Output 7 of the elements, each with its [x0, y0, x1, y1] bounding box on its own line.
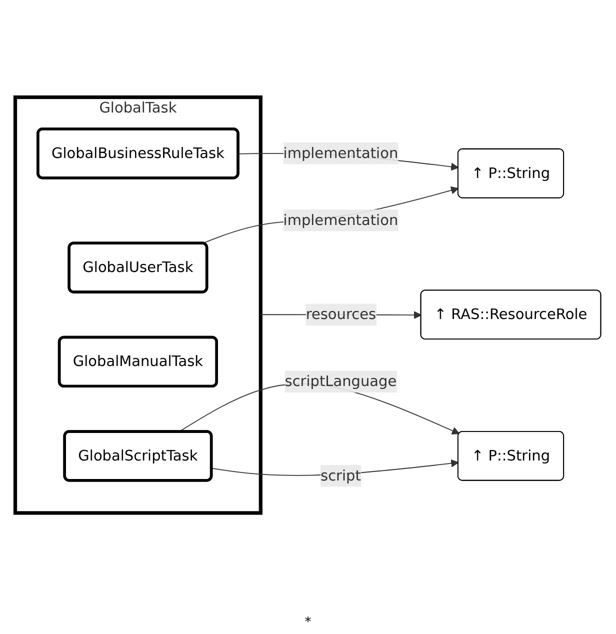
edge-label: implementation	[283, 144, 398, 162]
arrow	[202, 186, 459, 244]
multiplicity-label: *	[304, 615, 312, 630]
edge-label: resources	[306, 306, 376, 324]
edge-label: script	[320, 467, 361, 484]
edge-label: implementation	[283, 212, 398, 229]
edge-label: scriptLanguage	[284, 372, 397, 390]
